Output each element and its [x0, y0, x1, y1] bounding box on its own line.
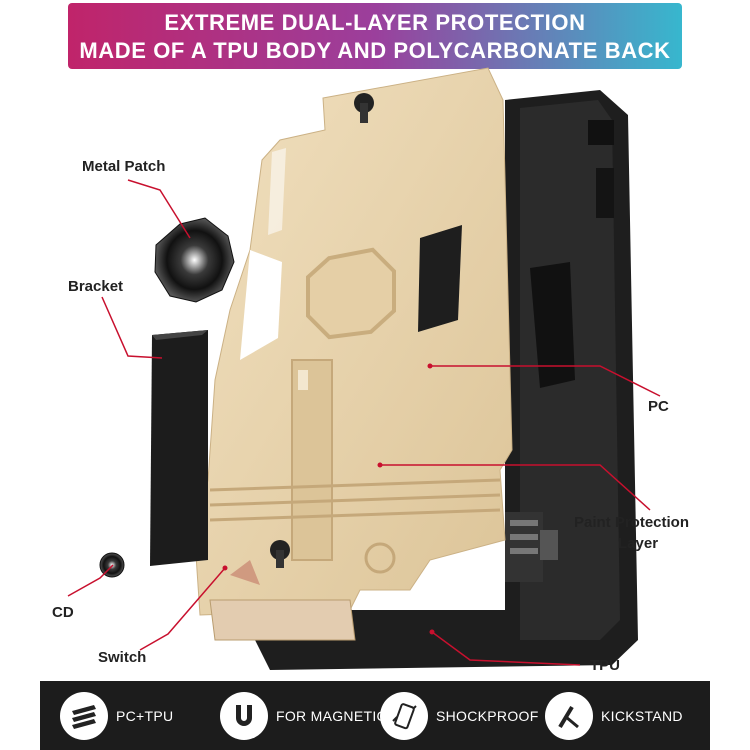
layers-icon [60, 691, 108, 740]
label-bracket: Bracket [68, 278, 124, 295]
feature-pc-tpu: PC+TPU [60, 681, 173, 750]
screw-top [354, 93, 374, 123]
feature-bar: PC+TPU FOR MAGNETIC SHOCKPROOF KICKSTAND [40, 681, 710, 750]
label-paint-protection-2: Layer [618, 535, 659, 552]
shockproof-icon [380, 691, 428, 740]
label-pc: PC [648, 398, 669, 415]
screw-bottom [270, 540, 290, 568]
label-cd: CD [52, 604, 74, 621]
feature-shockproof: SHOCKPROOF [380, 681, 539, 750]
bracket-plate [150, 330, 208, 566]
label-tpu: TPU [590, 657, 620, 674]
feature-label: KICKSTAND [601, 707, 683, 724]
label-metal-patch: Metal Patch [82, 158, 166, 175]
feature-label: SHOCKPROOF [436, 707, 539, 724]
metal-patch-disc [154, 217, 235, 303]
pc-shell [194, 67, 513, 641]
feature-label: FOR MAGNETIC [276, 707, 387, 724]
feature-label: PC+TPU [116, 707, 174, 724]
feature-magnetic: FOR MAGNETIC [220, 681, 387, 750]
banner-line-2: MADE OF A TPU BODY AND POLYCARBONATE BAC… [79, 38, 671, 63]
label-switch: Switch [98, 649, 147, 666]
label-paint-protection-1: Paint Protection [574, 514, 690, 531]
magnet-icon [220, 691, 268, 740]
banner-line-1: EXTREME DUAL-LAYER PROTECTION [164, 10, 586, 35]
kickstand-icon [545, 691, 593, 740]
feature-kickstand: KICKSTAND [545, 681, 683, 750]
cd-disc [99, 552, 125, 578]
header-banner: EXTREME DUAL-LAYER PROTECTION MADE OF A … [68, 3, 682, 69]
